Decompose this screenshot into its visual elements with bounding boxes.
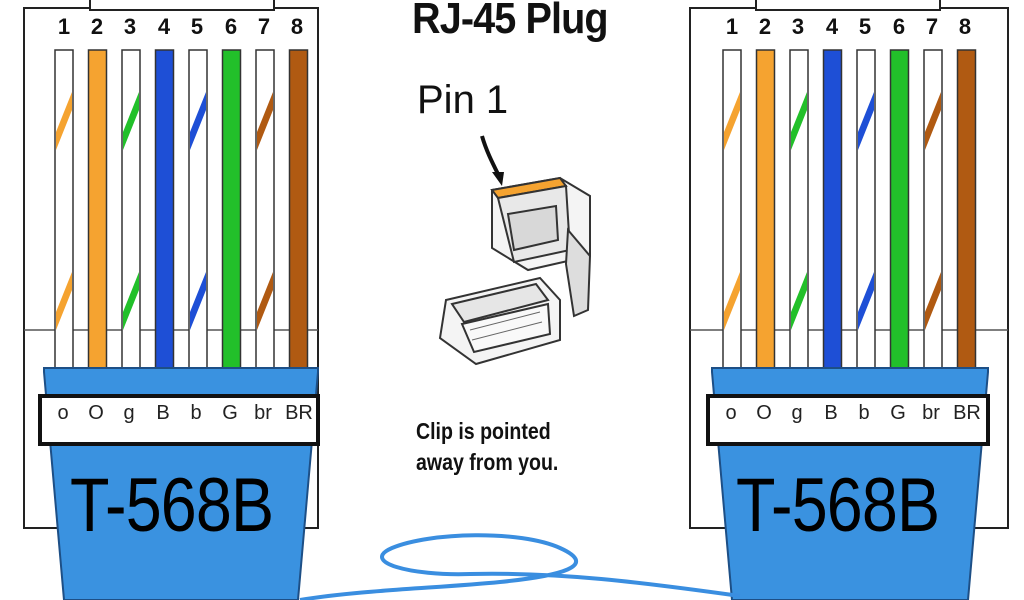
plug-window-inner [506, 204, 560, 252]
pin-number: 1 [725, 14, 739, 39]
left-wire-3-stripe-2 [123, 272, 139, 330]
color-code: br [922, 402, 940, 424]
left-wire-7-stripe-1 [257, 92, 273, 150]
clip-note: Clip is pointed away from you. [416, 416, 558, 478]
right-connector-tab [755, 0, 941, 11]
pin-number: 2 [90, 14, 104, 39]
pin-number: 1 [57, 14, 71, 39]
right-wire-5-stripe-1 [858, 92, 874, 150]
standard-label: T-568B [736, 463, 940, 548]
left-connector-tab [89, 0, 275, 11]
color-code: BR [285, 402, 313, 424]
left-wires [54, 49, 309, 369]
color-code: O [756, 402, 772, 424]
pin1-arrow [480, 135, 500, 175]
color-code: B [156, 402, 170, 424]
patch-cable [299, 533, 741, 600]
pin-number: 4 [825, 14, 839, 39]
pin-number: 8 [290, 14, 304, 39]
plug-rib-1 [469, 311, 541, 331]
plug-clip [564, 227, 592, 318]
pin-number: 2 [758, 14, 772, 39]
clip-note-line2: away from you. [416, 449, 559, 475]
plug-front-top [450, 282, 550, 324]
pin-number: 5 [858, 14, 872, 39]
left-wire-5-stripe-2 [190, 272, 206, 330]
color-code: O [88, 402, 104, 424]
right-wire-1-stripe-1 [724, 92, 740, 150]
left-wire-3-stripe-1 [123, 92, 139, 150]
clip-note-line1: Clip is pointed [416, 418, 551, 444]
plug-rib-2 [471, 321, 543, 341]
left-connector: 1 2 3 4 5 6 7 8 o O g B b G br BR T-568B [24, 0, 354, 600]
color-code: br [254, 402, 272, 424]
color-code: b [190, 402, 202, 424]
right-wire-7-stripe-1 [925, 92, 941, 150]
left-wire-5-stripe-1 [190, 92, 206, 150]
color-code: G [890, 402, 906, 424]
color-code: G [222, 402, 238, 424]
left-wire-7-stripe-2 [257, 272, 273, 330]
pin-number: 3 [123, 14, 137, 39]
color-code: o [725, 402, 737, 424]
pin1-label: Pin 1 [417, 78, 509, 122]
right-connector-art [689, 0, 1009, 600]
color-code: o [57, 402, 69, 424]
right-wire-3-stripe-2 [791, 272, 807, 330]
color-code: BR [953, 402, 981, 424]
rj45-plug-illustration [438, 176, 592, 366]
left-wire-1-stripe-2 [56, 272, 72, 330]
pin-number: 6 [892, 14, 906, 39]
pin-number: 7 [925, 14, 939, 39]
right-connector: 1 2 3 4 5 6 7 8 o O g B b G br BR T-568B [690, 0, 1020, 600]
pin-number: 7 [257, 14, 271, 39]
color-code: g [123, 402, 135, 424]
pin-number: 6 [224, 14, 238, 39]
right-wire-7-stripe-2 [925, 272, 941, 330]
pin1-arrowhead [492, 172, 504, 186]
plug-front-opening [460, 302, 552, 354]
standard-label: T-568B [70, 463, 274, 548]
pin-number: 8 [958, 14, 972, 39]
pin-number: 3 [791, 14, 805, 39]
right-wire-5-stripe-2 [858, 272, 874, 330]
color-code: b [858, 402, 870, 424]
left-wire-1-stripe-1 [56, 92, 72, 150]
diagram-title: RJ-45 Plug [412, 0, 609, 43]
color-code: g [791, 402, 803, 424]
right-wire-1-stripe-2 [724, 272, 740, 330]
right-wire-3-stripe-1 [791, 92, 807, 150]
left-connector-art [23, 0, 320, 600]
pin-number: 5 [190, 14, 204, 39]
color-code: B [824, 402, 838, 424]
right-wires [722, 49, 977, 369]
left-code-box [38, 394, 320, 446]
right-code-box [706, 394, 990, 446]
pin-number: 4 [157, 14, 171, 39]
